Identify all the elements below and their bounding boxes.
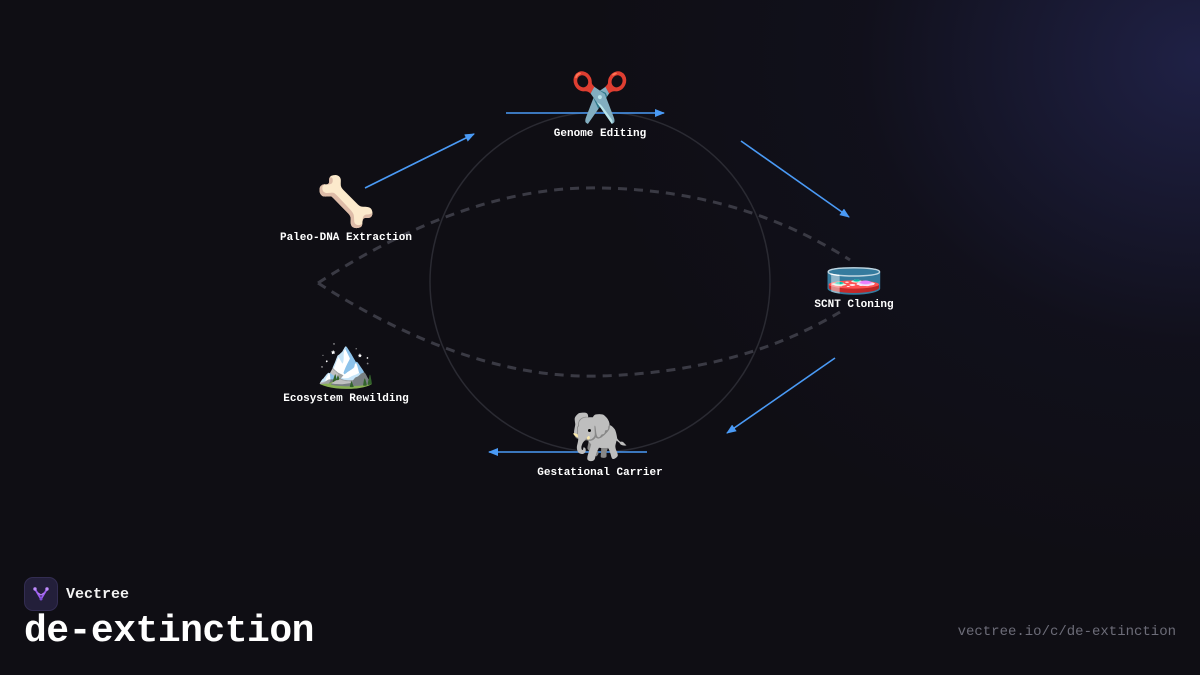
node-label-ecosystem-rewilding: Ecosystem Rewilding bbox=[283, 393, 409, 405]
dashed-eye-outline bbox=[317, 186, 851, 378]
bone-icon: 🦴 bbox=[316, 174, 376, 230]
arrow-genome-to-scnt bbox=[740, 140, 850, 218]
arrow-paleo-to-genome bbox=[364, 133, 475, 189]
arrow-scnt-to-carrier bbox=[726, 357, 836, 434]
brand[interactable]: Vectree bbox=[24, 577, 129, 611]
node-genome-editing: ✂️ Genome Editing bbox=[554, 70, 646, 140]
elephant-icon: 🐘 bbox=[570, 409, 630, 465]
node-ecosystem-rewilding: 🏔️ Ecosystem Rewilding bbox=[283, 335, 408, 405]
node-label-genome-editing: Genome Editing bbox=[553, 128, 647, 140]
node-gestational-carrier: 🐘 Gestational Carrier bbox=[537, 409, 662, 479]
brand-name: Vectree bbox=[66, 585, 130, 603]
cycle-ring bbox=[429, 111, 771, 453]
vectree-logo-icon bbox=[24, 577, 58, 611]
page-title: de-extinction bbox=[24, 610, 314, 653]
node-paleo-dna-extraction: 🦴 Paleo-DNA Extraction bbox=[280, 174, 412, 244]
node-label-gestational-carrier: Gestational Carrier bbox=[537, 467, 663, 479]
node-label-paleo-dna-extraction: Paleo-DNA Extraction bbox=[279, 232, 413, 244]
node-label-scnt-cloning: SCNT Cloning bbox=[814, 299, 894, 311]
node-scnt-cloning: 🧫 SCNT Cloning bbox=[814, 241, 893, 311]
source-url-link[interactable]: vectree.io/c/de-extinction bbox=[957, 624, 1176, 640]
petri-dish-icon: 🧫 bbox=[824, 241, 884, 297]
scissors-icon: ✂️ bbox=[570, 70, 630, 126]
mountain-icon: 🏔️ bbox=[316, 335, 376, 391]
